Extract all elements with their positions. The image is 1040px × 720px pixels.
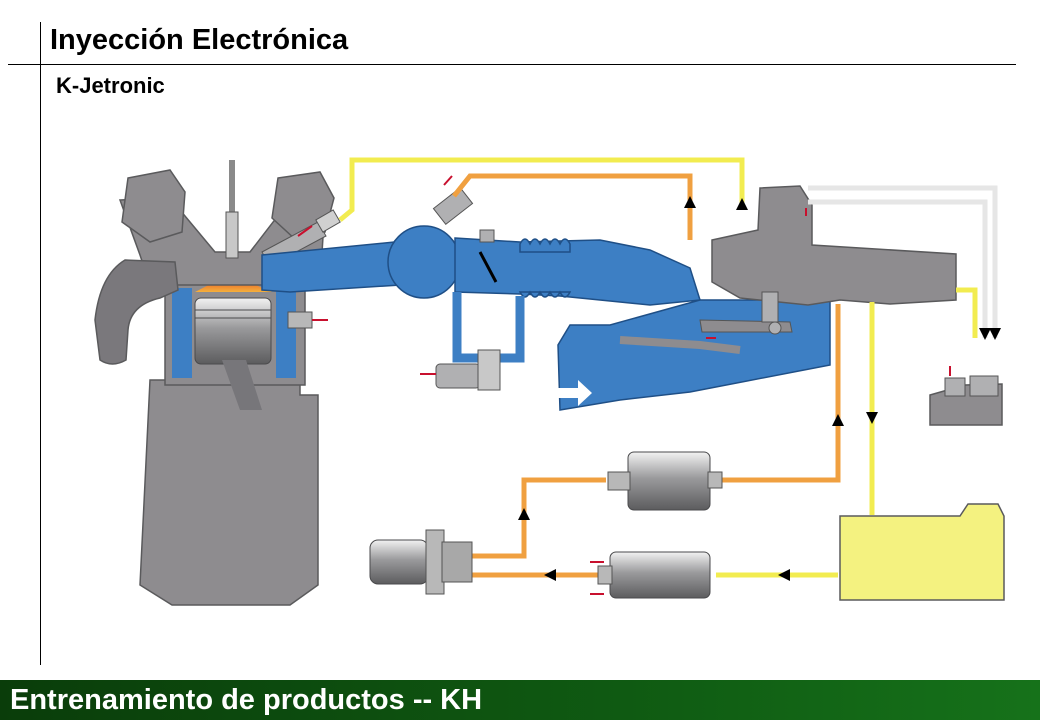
vertical-divider xyxy=(40,22,41,665)
k-jetronic-diagram xyxy=(94,157,1005,606)
flow-arrows xyxy=(518,196,1001,581)
piston-icon xyxy=(194,297,272,410)
fuel-filter-icon xyxy=(607,451,723,511)
page-title: Inyección Electrónica xyxy=(50,24,349,56)
footer-bar: Entrenamiento de productos -- KH xyxy=(0,680,1040,720)
fuel-tank-icon xyxy=(839,503,1005,601)
accumulator-icon xyxy=(369,529,473,595)
aux-air-valve-icon xyxy=(420,349,501,391)
engine-block xyxy=(94,160,335,606)
footer-text: Entrenamiento de productos -- KH xyxy=(10,684,483,716)
fuel-pump-icon xyxy=(590,551,711,599)
cold-start-valve-icon xyxy=(432,175,474,226)
throttle-valve-icon xyxy=(478,229,498,283)
warm-up-regulator-icon xyxy=(929,366,1003,426)
electrical-leads xyxy=(297,208,807,339)
page-subtitle: K-Jetronic xyxy=(56,73,165,98)
header-divider xyxy=(8,64,1016,65)
mixture-control-unit-icon xyxy=(711,185,957,323)
sensor-plate-icon xyxy=(619,319,793,354)
